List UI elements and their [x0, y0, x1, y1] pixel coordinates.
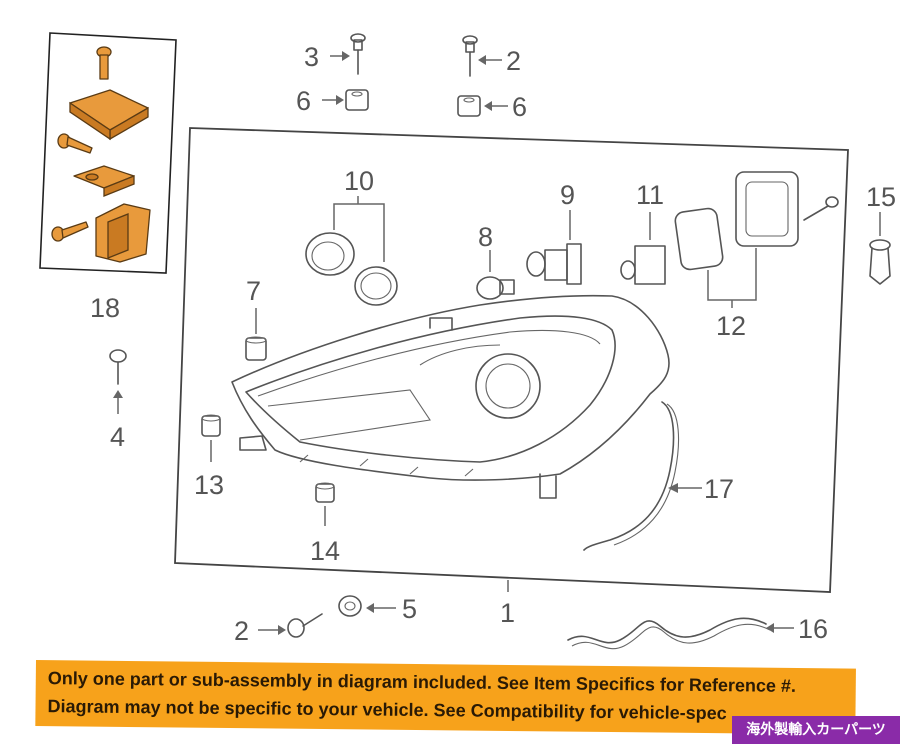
shop-tag: 海外製輸入カーパーツ: [732, 716, 900, 744]
callout-13: 13: [194, 470, 224, 500]
callout-9: 9: [560, 180, 575, 210]
grommet-5: [338, 595, 362, 617]
headlight-bulb: [526, 243, 582, 285]
push-clip: [869, 239, 891, 285]
callout-2-bottom: 2: [234, 616, 249, 646]
gasket-strip: [583, 401, 675, 551]
callout-16: 16: [798, 614, 828, 644]
callout-14: 14: [310, 536, 340, 566]
callout-6-right: 6: [512, 92, 527, 122]
signal-bulb: [476, 276, 515, 300]
disclaimer-line-2: Diagram may not be specific to your vehi…: [47, 696, 727, 724]
callout-15: 15: [866, 182, 896, 212]
callout-17: 17: [704, 474, 734, 504]
headlamp-housing: [231, 294, 670, 499]
bolt-4: [109, 349, 127, 385]
wiring-harness: [567, 617, 767, 644]
callout-6-left: 6: [296, 86, 311, 116]
callout-7: 7: [246, 276, 261, 306]
seal-rings: [305, 232, 398, 306]
kit-bracket-plate: [69, 89, 149, 141]
callout-1: 1: [500, 598, 515, 628]
callout-8: 8: [478, 222, 493, 252]
clip-nut-right: [457, 95, 481, 117]
callout-12: 12: [716, 311, 746, 341]
kit-screw-2: [51, 221, 89, 242]
bolt-3: [350, 33, 366, 75]
callout-4: 4: [110, 422, 125, 452]
kit-clip-bracket: [73, 165, 135, 197]
callout-3: 3: [304, 42, 319, 72]
bolt-2-bottom: [287, 613, 323, 638]
hardware-kit-box: [39, 32, 177, 274]
bolt-2-top: [462, 35, 478, 77]
spacer-7: [245, 336, 267, 361]
callout-10: 10: [344, 166, 374, 196]
callout-11: 11: [636, 180, 664, 210]
kit-bolt: [96, 46, 112, 80]
spacer-13: [201, 414, 221, 437]
bulb-cover: [674, 171, 799, 271]
spacer-14: [315, 482, 335, 503]
kit-angle-bracket: [95, 203, 151, 263]
callout-2-top: 2: [506, 46, 521, 76]
kit-screw: [57, 133, 93, 154]
disclaimer-line-1: Only one part or sub-assembly in diagram…: [47, 668, 797, 696]
xenon-bulb: [620, 245, 666, 285]
assembly-frame: [174, 127, 849, 593]
callout-5: 5: [402, 594, 417, 624]
callout-18: 18: [90, 293, 120, 323]
clip-nut-left: [345, 89, 369, 111]
cover-screw: [803, 196, 839, 221]
